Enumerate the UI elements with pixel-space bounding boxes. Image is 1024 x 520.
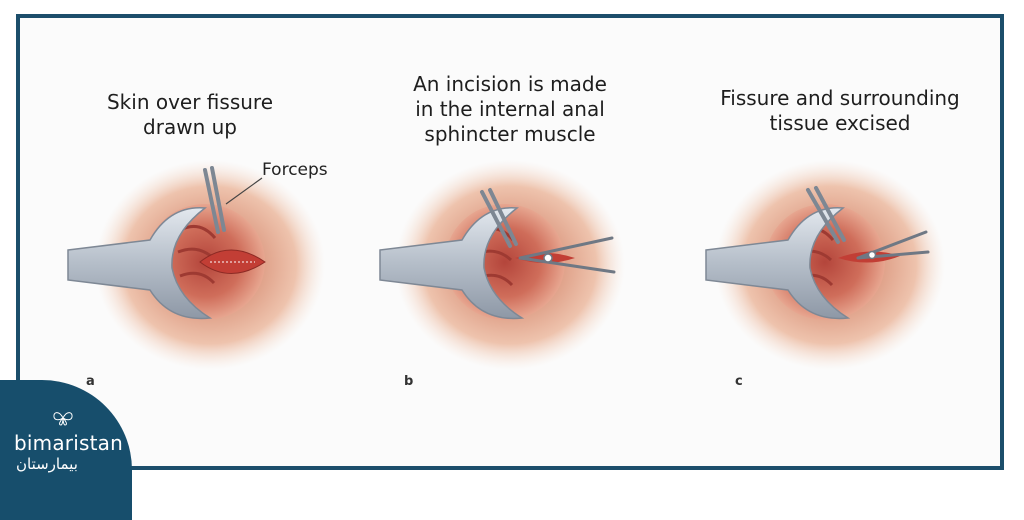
forceps-label: Forceps	[262, 160, 328, 180]
caption-b: An incision is made in the internal anal…	[413, 72, 607, 146]
panel-a-illustration	[67, 160, 325, 370]
panel-c-illustration	[705, 160, 945, 370]
caption-c: Fissure and surrounding tissue excised	[720, 86, 960, 135]
butterfly-icon	[53, 412, 73, 426]
logo-arabic-name: بيمارستان	[16, 455, 78, 473]
caption-a: Skin over fissure drawn up	[106, 90, 274, 139]
surgical-illustrations	[67, 160, 945, 370]
panel-letter-a: a	[86, 374, 95, 389]
logo-name: bimaristan	[14, 431, 123, 455]
panel-letter-c: c	[735, 374, 743, 389]
panel-b-illustration	[379, 160, 625, 370]
panel-letter-b: b	[404, 374, 414, 389]
